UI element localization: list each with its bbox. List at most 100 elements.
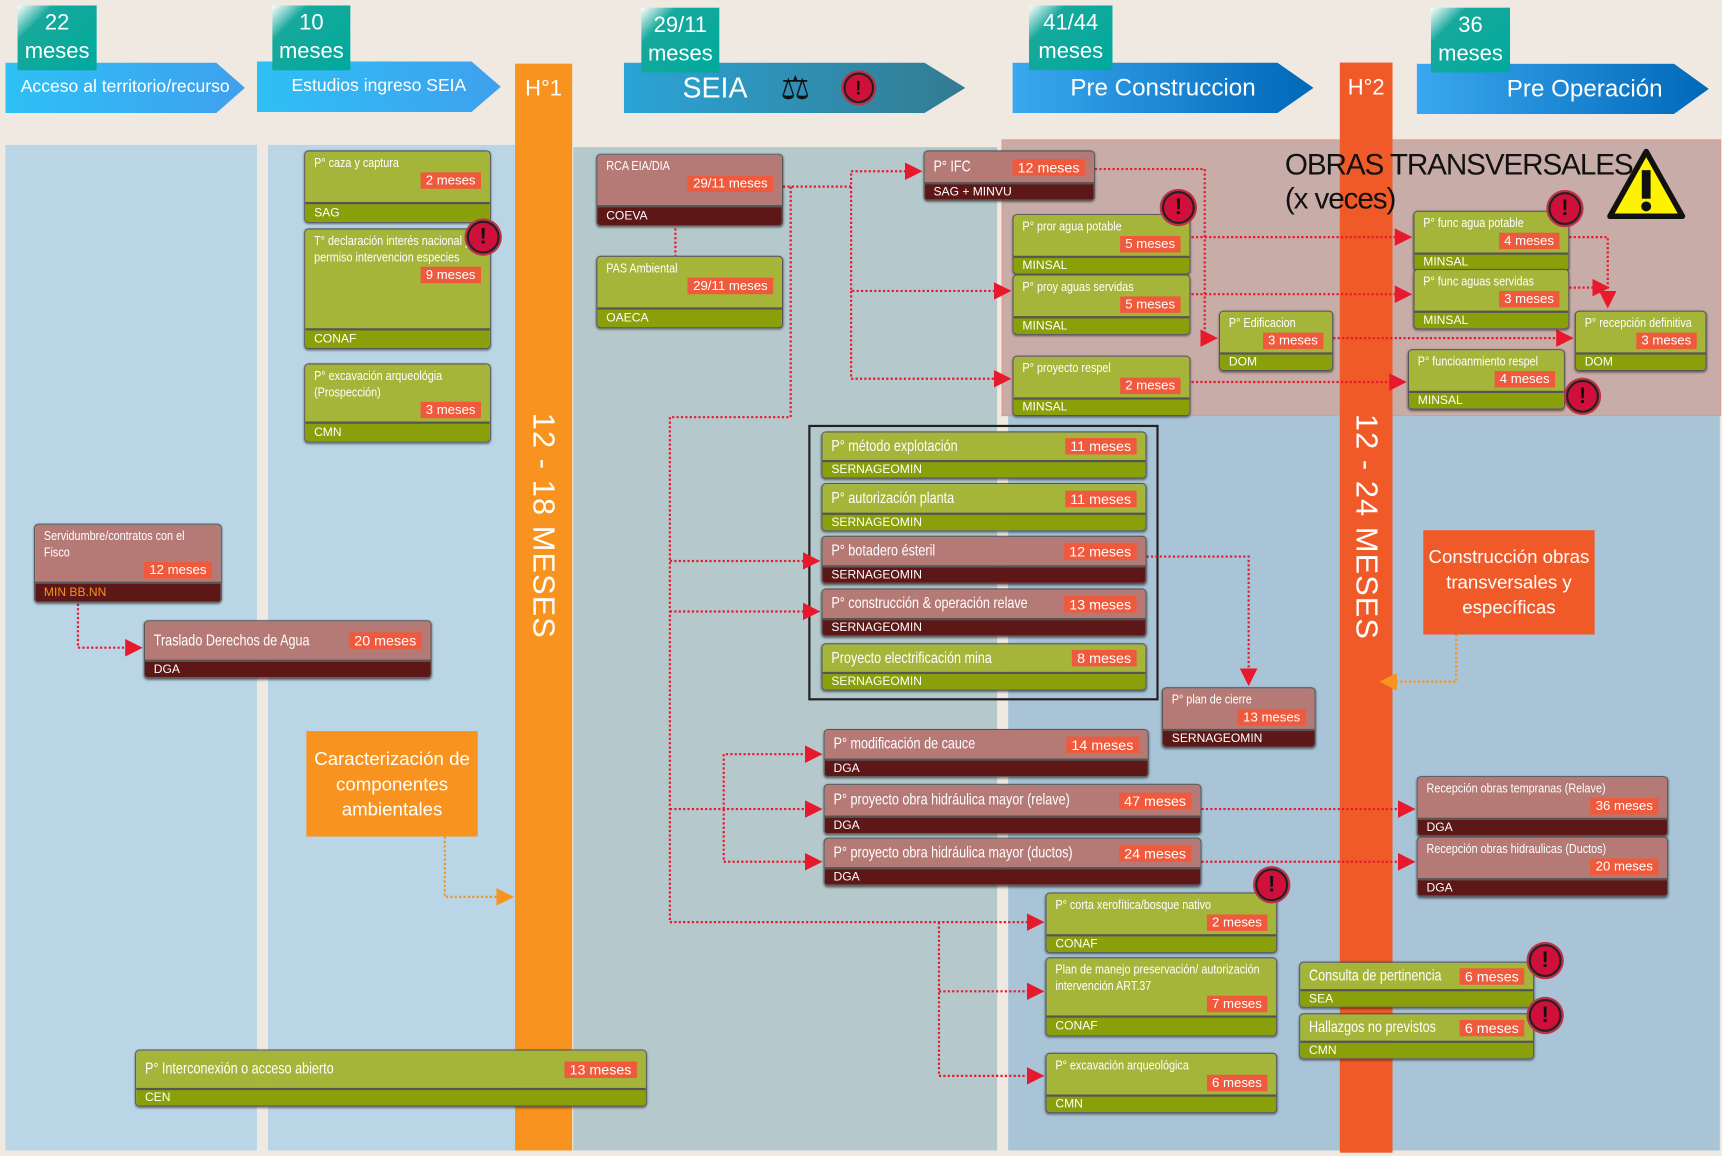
caracterizacion-note: Caracterización de componentes ambiental… — [306, 731, 478, 837]
card-body: Servidumbre/contratos con el Fisco 12 mes… — [35, 524, 221, 582]
agency-label: MINSAL — [1414, 252, 1569, 271]
alert-icon: ! — [1548, 192, 1582, 226]
duration-badge: 11 meses — [1064, 438, 1137, 455]
duration-badge: 12 meses — [143, 562, 212, 579]
permit-card[interactable]: P° proyecto obra hidráulica mayor (relav… — [823, 783, 1202, 835]
connector-arrow — [722, 745, 823, 810]
alert-icon: ! — [1528, 944, 1562, 978]
duration-row: 13 meses — [1172, 708, 1306, 726]
connector-arrow — [1146, 555, 1258, 687]
permit-card[interactable]: P° excavación arqueológia (Prospección)3… — [304, 363, 491, 443]
card-body: RCA EIA/DIA 29/11 meses — [597, 154, 782, 206]
agency-label: DGA — [1417, 878, 1668, 896]
card-title: Recepción obras tempranas (Relave) — [1426, 780, 1606, 796]
duration-badge: 4 meses — [1494, 371, 1556, 388]
duration-unit: meses — [1438, 41, 1503, 66]
duration-badge: 12 meses — [1012, 158, 1086, 176]
subtitle-text: (x veces) — [1284, 182, 1397, 216]
card-title-wrap: P° Interconexión o acceso abierto — [145, 1059, 555, 1079]
permit-card[interactable]: Plan de manejo preservación/ autorizació… — [1045, 957, 1278, 1037]
card-title-wrap: P° proyecto obra hidráulica mayor (relav… — [834, 790, 1110, 810]
duration-row: 20 meses — [1427, 857, 1659, 875]
card-title: P° autorización planta — [831, 488, 955, 507]
permit-card[interactable]: Recepción obras hidraulicas (Ductos)20 m… — [1416, 836, 1669, 897]
duration-row: 9 meses — [314, 266, 482, 284]
card-title-wrap: P° botadero ésteril — [831, 541, 1055, 561]
phase-label: Acceso al territorio/recurso — [20, 77, 230, 97]
card-title-wrap: P° IFC — [933, 157, 1003, 177]
card-title: P° excavación arqueológia (Prospección) — [314, 367, 443, 400]
duration-badge: 29/11 meses — [687, 175, 774, 193]
duration-row: 5 meses — [1022, 235, 1181, 253]
duration-badge: 3 meses — [1262, 332, 1324, 350]
card-title-wrap: Proyecto electrificación mina — [831, 648, 1063, 668]
agency-label: DGA — [1417, 817, 1668, 836]
duration-badge: 5 meses — [1119, 296, 1181, 313]
alert-icon: ! — [1528, 998, 1562, 1032]
card-title-wrap: P° autorización planta — [831, 489, 1056, 509]
permit-card[interactable]: Recepción obras tempranas (Relave)36 mes… — [1416, 776, 1669, 837]
construccion-note: Construcción obras transversales y espec… — [1423, 530, 1595, 635]
duration-badge: 6 meses — [1206, 1074, 1268, 1092]
duration-unit: meses — [647, 41, 713, 66]
title-text: OBRAS TRANSVERSALES — [1284, 148, 1634, 182]
duration-row: 29/11 meses — [606, 175, 774, 193]
card-title: P° funcioanmiento respel — [1417, 353, 1539, 369]
card-title: P° proy aguas servidas — [1022, 278, 1134, 295]
agency-label: CONAF — [1046, 1015, 1277, 1036]
alert-icon: ! — [466, 220, 500, 254]
card-title: P° Interconexión o acceso abierto — [144, 1059, 334, 1077]
card-title: P° método explotación — [831, 436, 958, 454]
permit-card[interactable]: Servidumbre/contratos con el Fisco 12 mes… — [34, 523, 222, 603]
alert-icon: ! — [1255, 868, 1289, 902]
duration-value: 41/44 — [1043, 10, 1099, 36]
phase-label: SEIA — [682, 70, 748, 104]
permit-card[interactable]: P° proyecto obra hidráulica mayor (ducto… — [823, 837, 1202, 886]
duration-row: 7 meses — [1055, 995, 1268, 1013]
agency-label: MINSAL — [1414, 310, 1569, 329]
duration-row: 4 meses — [1423, 232, 1560, 250]
card-title: Servidumbre/contratos con el Fisco — [43, 528, 185, 560]
agency-label: SERNAGEOMIN — [822, 618, 1146, 636]
agency-label: SEA — [1300, 989, 1534, 1007]
card-title: Consulta de pertinencia — [1309, 966, 1442, 984]
permit-card[interactable]: T° declaración interés nacional y permis… — [304, 228, 491, 350]
duration-badge: 24 meses — [1118, 844, 1192, 862]
alert-icon: ! — [842, 72, 874, 104]
card-title: RCA EIA/DIA — [606, 158, 670, 174]
card-title-wrap: P° construcción & operación relave — [831, 594, 1055, 614]
